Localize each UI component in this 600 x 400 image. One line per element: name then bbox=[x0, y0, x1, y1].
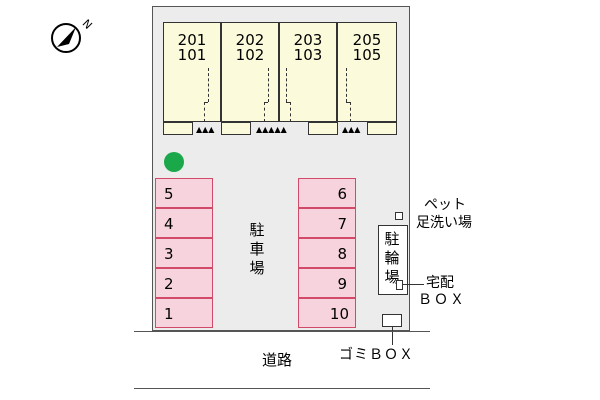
parking-space-number: 5 bbox=[164, 185, 174, 203]
parking-space-number: 10 bbox=[329, 305, 349, 323]
parking-space-number: 2 bbox=[164, 275, 174, 293]
unit-202-102: 202 102 bbox=[221, 22, 279, 122]
tree-icon bbox=[164, 152, 184, 172]
stair-line bbox=[286, 102, 290, 103]
porch bbox=[221, 122, 251, 135]
pet-foot-wash-label-line1: ペット bbox=[424, 197, 466, 213]
parking-space-number: 3 bbox=[164, 245, 174, 263]
unit-number-lower: 105 bbox=[352, 46, 382, 64]
compass-needle-icon bbox=[57, 27, 76, 47]
porch bbox=[163, 122, 193, 135]
parking-space-7: 7 bbox=[298, 208, 356, 238]
delivery-box-label-line2: ＢＯＸ bbox=[418, 292, 466, 308]
parking-space-number: 1 bbox=[164, 305, 174, 323]
unit-number-lower: 101 bbox=[177, 46, 207, 64]
stair-line bbox=[286, 68, 287, 102]
bicycle-parking-label: 駐 輪 場 bbox=[384, 230, 400, 286]
delivery-box-marker bbox=[396, 280, 403, 290]
parking-space-number: 9 bbox=[337, 275, 347, 293]
entrance-arrow-icon: ▲▲▲▲▲ bbox=[256, 125, 287, 134]
stair-line bbox=[346, 102, 350, 103]
porch bbox=[367, 122, 397, 135]
parking-space-number: 7 bbox=[337, 215, 347, 233]
parking-label: 駐 車 場 bbox=[249, 221, 265, 277]
unit-number-upper: 201 bbox=[177, 31, 207, 49]
unit-number-lower: 103 bbox=[293, 46, 323, 64]
stair-line bbox=[268, 68, 269, 102]
parking-space-10: 10 bbox=[298, 298, 356, 328]
stair-line bbox=[204, 102, 205, 122]
unit-number-upper: 202 bbox=[235, 31, 265, 49]
compass: N bbox=[51, 17, 95, 53]
delivery-box-label-line1: 宅配 bbox=[426, 275, 454, 291]
pet-foot-wash-marker bbox=[395, 212, 403, 220]
stair-line bbox=[346, 68, 347, 102]
parking-space-8: 8 bbox=[298, 238, 356, 268]
parking-space-4: 4 bbox=[155, 208, 213, 238]
stair-line bbox=[204, 102, 208, 103]
unit-number-lower: 102 bbox=[235, 46, 265, 64]
road-label: 道路 bbox=[262, 351, 293, 369]
parking-space-2: 2 bbox=[155, 268, 213, 298]
bicycle-parking-area: 駐 輪 場 bbox=[378, 225, 408, 295]
parking-space-number: 6 bbox=[337, 185, 347, 203]
entrance-arrow-icon: ▲▲▲ bbox=[342, 125, 361, 134]
stair-line bbox=[350, 102, 351, 122]
parking-space-number: 8 bbox=[337, 245, 347, 263]
pet-foot-wash-label-line2: 足洗い場 bbox=[416, 215, 472, 231]
garbage-box-leader bbox=[392, 327, 393, 345]
unit-203-103: 203 103 bbox=[279, 22, 337, 122]
stair-line bbox=[290, 102, 291, 122]
parking-space-3: 3 bbox=[155, 238, 213, 268]
stair-line bbox=[264, 102, 265, 122]
garbage-box-label: ゴミＢＯＸ bbox=[339, 347, 414, 363]
garbage-box bbox=[382, 314, 402, 327]
porch bbox=[308, 122, 338, 135]
unit-number-upper: 205 bbox=[352, 31, 382, 49]
unit-205-105: 205 105 bbox=[337, 22, 397, 122]
entrance-arrow-icon: ▲▲▲ bbox=[196, 125, 215, 134]
stair-line bbox=[264, 102, 268, 103]
road-edge-bottom bbox=[134, 388, 430, 389]
unit-number-upper: 203 bbox=[293, 31, 323, 49]
parking-space-1: 1 bbox=[155, 298, 213, 328]
unit-201-101: 201 101 bbox=[163, 22, 221, 122]
parking-space-9: 9 bbox=[298, 268, 356, 298]
parking-space-number: 4 bbox=[164, 215, 174, 233]
compass-north-label: N bbox=[80, 17, 95, 32]
road-edge-top bbox=[134, 331, 430, 332]
parking-space-6: 6 bbox=[298, 178, 356, 208]
stair-line bbox=[208, 68, 209, 102]
delivery-box-leader bbox=[402, 284, 424, 285]
parking-space-5: 5 bbox=[155, 178, 213, 208]
